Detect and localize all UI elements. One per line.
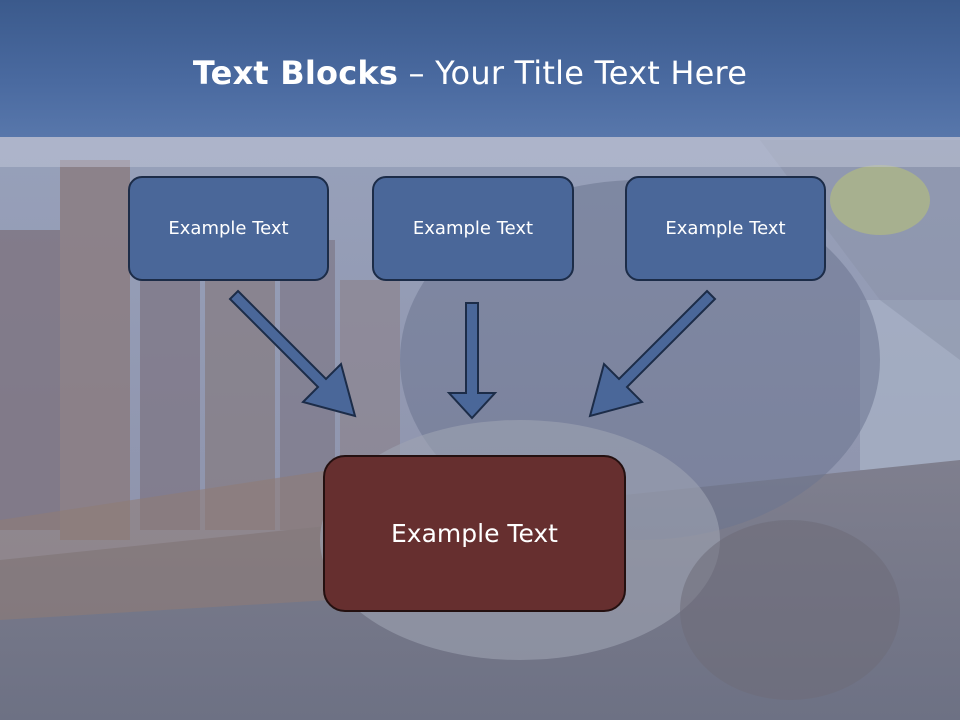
slide-title: Text Blocks – Your Title Text Here (0, 54, 940, 92)
title-bold: Text Blocks (192, 54, 399, 92)
arrow-left (228, 289, 357, 418)
arrow-right (588, 289, 717, 418)
title-rest: Your Title Text Here (435, 54, 748, 92)
arrow-center (446, 302, 498, 420)
title-dash: – (398, 54, 436, 92)
text-block-center[interactable]: Example Text (372, 176, 574, 281)
title-bar (0, 0, 960, 137)
main-text-block[interactable]: Example Text (323, 455, 626, 612)
text-block-right[interactable]: Example Text (625, 176, 826, 281)
text-block-left[interactable]: Example Text (128, 176, 329, 281)
